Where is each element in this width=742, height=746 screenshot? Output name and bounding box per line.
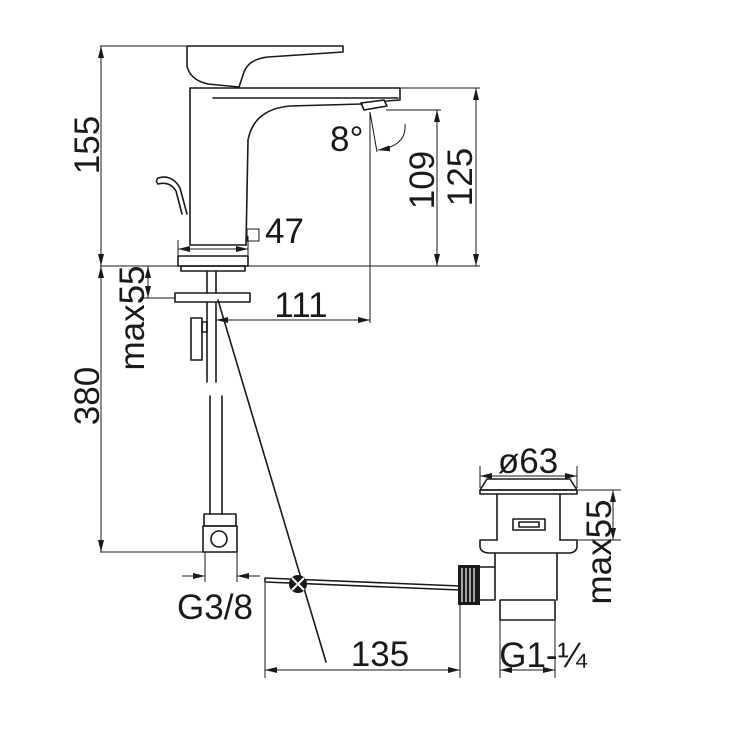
overflow-slot xyxy=(512,518,546,531)
dimension-labels: 155 125 109 8° 47 111 max55 380 G3/8 ø63… xyxy=(68,116,619,675)
label-380: 380 xyxy=(68,367,107,425)
ext-135 xyxy=(264,583,461,678)
label-109: 109 xyxy=(403,151,442,209)
extension-lines xyxy=(100,45,621,678)
waste-knurled-nut xyxy=(458,565,480,605)
fixing-bracket-tab xyxy=(201,321,208,333)
waste-nut-knurl xyxy=(461,568,475,602)
ext-g38 xyxy=(204,552,238,582)
base-washer xyxy=(180,265,246,272)
fixing-bracket xyxy=(190,317,203,361)
popup-lever xyxy=(155,176,188,215)
faucet xyxy=(155,45,461,663)
label-8deg: 8° xyxy=(330,120,363,159)
label-111: 111 xyxy=(274,286,327,325)
label-63: ø63 xyxy=(498,442,558,481)
dimension-lines xyxy=(98,46,616,673)
flexible-hose xyxy=(209,395,223,515)
overflow-slot-inner xyxy=(518,521,540,528)
waste-collar xyxy=(479,539,578,554)
faucet-body xyxy=(189,87,247,246)
faucet-handle xyxy=(186,45,344,88)
faucet-spout-underside xyxy=(245,103,363,246)
hose-nut-face xyxy=(210,530,228,548)
waste-thread xyxy=(499,599,556,621)
waste-body xyxy=(496,493,561,541)
angle-arc-8deg xyxy=(377,123,406,152)
label-155: 155 xyxy=(68,116,107,174)
faucet-spout-top xyxy=(189,87,401,102)
label-max55-left: max55 xyxy=(113,265,152,370)
faucet-base xyxy=(177,255,249,267)
threaded-shank xyxy=(206,270,217,383)
label-47: 47 xyxy=(265,212,304,251)
angle-line-8deg xyxy=(369,111,378,153)
hose-nut xyxy=(202,525,238,553)
waste-flange xyxy=(479,489,578,495)
rod-clip-cross xyxy=(291,577,305,591)
pop-up-waste xyxy=(458,478,578,621)
label-max55-right: max55 xyxy=(580,499,619,604)
fixing-plate xyxy=(174,292,251,303)
faucet-aerator xyxy=(360,99,388,111)
label-g38: G3/8 xyxy=(177,588,253,627)
hose-nut-collar xyxy=(203,513,237,527)
label-135: 135 xyxy=(351,635,409,674)
square-symbol-icon xyxy=(246,228,260,242)
label-125: 125 xyxy=(441,148,480,206)
popup-rod xyxy=(217,299,327,663)
label-g114: G1-¼ xyxy=(499,636,587,675)
waste-lower-body xyxy=(479,552,558,601)
